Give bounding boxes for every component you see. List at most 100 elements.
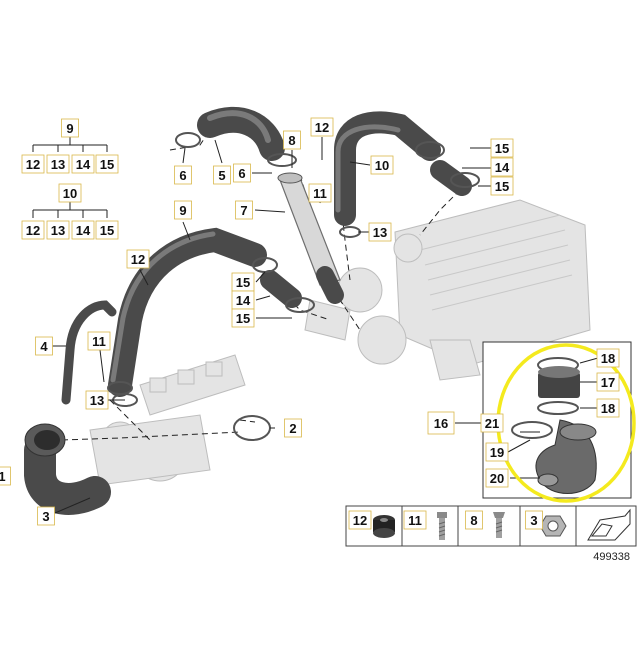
callout-number: 4 [40, 339, 48, 354]
callout-number: 2 [289, 421, 296, 436]
callout-number: 9 [179, 203, 186, 218]
callout-c14a: 14 [71, 154, 95, 174]
callout-c15f: 15 [231, 308, 255, 328]
callout-c14d: 14 [231, 290, 255, 310]
callout-number: 13 [51, 157, 65, 172]
callout-c15c: 15 [490, 138, 514, 158]
callout-number: 15 [236, 311, 250, 326]
callout-c15e: 15 [231, 272, 255, 292]
callout-number: 17 [601, 375, 615, 390]
callout-c18a: 18 [596, 348, 620, 368]
callout-number: 14 [76, 157, 91, 172]
callout-c12c: 12 [310, 117, 334, 137]
callout-number: 14 [495, 160, 510, 175]
callout-c10b: 10 [370, 155, 394, 175]
callout-number: 3 [42, 509, 49, 524]
screw-icon [493, 512, 505, 538]
callout-c6a: 6 [174, 165, 192, 185]
callout-c5: 5 [213, 165, 231, 185]
callout-number: 15 [100, 223, 114, 238]
callout-number: 15 [236, 275, 250, 290]
callout-c9b: 9 [174, 200, 192, 220]
callout-c13a: 13 [46, 154, 70, 174]
callout-c19: 19 [485, 442, 509, 462]
callout-c13b: 13 [46, 220, 70, 240]
pipe-7-charge-pipe [277, 172, 344, 304]
callout-c10a: 10 [58, 183, 82, 203]
callout-c17: 17 [596, 372, 620, 392]
hose-5-intake-elbow [197, 106, 285, 161]
callout-c12b: 12 [21, 220, 45, 240]
callout-number: 6 [238, 166, 245, 181]
callout-number: 5 [218, 168, 225, 183]
key-number: 8 [470, 513, 477, 528]
callout-c20: 20 [485, 468, 509, 488]
callout-c13d: 13 [85, 390, 109, 410]
callout-number: 7 [240, 203, 247, 218]
callout-number: 10 [63, 186, 77, 201]
callout-c1: 1 [0, 466, 11, 486]
key-label-lg8: 8 [465, 510, 483, 530]
callout-number: 8 [288, 133, 295, 148]
hose-10-upper-charge-hose [334, 111, 472, 226]
callout-number: 18 [601, 351, 615, 366]
callout-c18b: 18 [596, 398, 620, 418]
callout-number: 9 [66, 121, 73, 136]
callout-number: 16 [434, 416, 448, 431]
callout-c15a: 15 [95, 154, 119, 174]
callout-c12d: 12 [126, 249, 150, 269]
turbocharger-ghost-lower [89, 414, 211, 486]
callout-c16: 16 [427, 411, 455, 435]
hose-1-inlet-hose [23, 423, 111, 515]
callout-c12a: 12 [21, 154, 45, 174]
callout-number: 19 [490, 445, 504, 460]
callout-number: 1 [0, 469, 6, 484]
callout-number: 20 [490, 471, 504, 486]
grommet-icon [373, 515, 395, 538]
callout-c13c: 13 [368, 222, 392, 242]
parts-key [345, 505, 637, 547]
hose-9-long-charge-hose [108, 227, 302, 397]
key-label-lg12: 12 [348, 510, 372, 530]
callout-number: 6 [179, 168, 186, 183]
callout-number: 13 [90, 393, 104, 408]
callout-c11a: 11 [308, 183, 332, 203]
key-number: 11 [408, 513, 422, 528]
callout-number: 10 [375, 158, 389, 173]
image-number: 499338 [593, 551, 630, 563]
callout-number: 21 [485, 416, 499, 431]
key-label-lg11: 11 [403, 510, 427, 530]
callout-number: 13 [373, 225, 387, 240]
turbocharger-ghost-upper [304, 267, 407, 365]
callout-number: 15 [495, 141, 509, 156]
callout-number: 11 [92, 334, 106, 349]
callout-number: 14 [236, 293, 251, 308]
callout-number: 13 [51, 223, 65, 238]
callout-c8: 8 [283, 130, 301, 150]
callout-c4: 4 [35, 336, 53, 356]
callout-number: 15 [495, 179, 509, 194]
callout-c6b: 6 [233, 163, 251, 183]
direction-arrow-icon [587, 508, 631, 541]
callout-c15b: 15 [95, 220, 119, 240]
callout-c14b: 14 [71, 220, 95, 240]
callout-c15d: 15 [490, 176, 514, 196]
callout-number: 14 [76, 223, 91, 238]
intercooler-ghost [393, 199, 591, 381]
callout-number: 12 [26, 223, 40, 238]
nut-icon [539, 515, 567, 537]
callout-c14c: 14 [490, 157, 514, 177]
callout-c3: 3 [37, 506, 55, 526]
callout-c2: 2 [284, 418, 302, 438]
callout-number: 12 [131, 252, 145, 267]
callout-c11b: 11 [87, 331, 111, 351]
detail-inset-16 [482, 341, 632, 499]
callout-c9a: 9 [61, 118, 79, 138]
callout-number: 15 [100, 157, 114, 172]
key-number: 12 [353, 513, 367, 528]
callout-c21: 21 [480, 413, 504, 433]
callout-number: 12 [26, 157, 40, 172]
